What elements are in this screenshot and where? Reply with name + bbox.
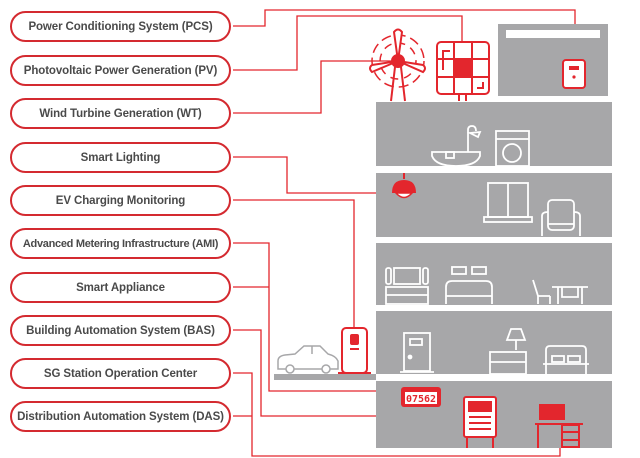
- bed-icon: [543, 345, 589, 374]
- label-ami[interactable]: Advanced Metering Infrastructure (AMI): [10, 228, 231, 259]
- label-smart-appliance-text: Smart Appliance: [76, 281, 165, 294]
- label-bas-text: Building Automation System (BAS): [26, 324, 215, 337]
- pendant-lamp-icon: [392, 173, 416, 199]
- sofa-icon: [445, 266, 493, 304]
- label-ami-text: Advanced Metering Infrastructure (AMI): [22, 237, 219, 250]
- label-sg-operation-center[interactable]: SG Station Operation Center: [10, 358, 231, 389]
- tv-stand-icon: [385, 267, 429, 305]
- nightstand-lamp-icon: [489, 328, 527, 375]
- connector-ami: [233, 242, 410, 392]
- pcs-inverter-icon: [562, 59, 586, 89]
- connector-pv: [233, 15, 463, 71]
- roof-structure: [498, 24, 608, 96]
- door-icon: [400, 332, 434, 373]
- label-ev-charging-text: EV Charging Monitoring: [55, 194, 186, 207]
- label-sg-operation-center-text: SG Station Operation Center: [43, 367, 198, 380]
- label-pcs[interactable]: Power Conditioning System (PCS): [10, 11, 231, 42]
- label-smart-lighting[interactable]: Smart Lighting: [10, 142, 231, 173]
- label-pv-text: Photovoltaic Power Generation (PV): [23, 64, 218, 77]
- label-ev-charging[interactable]: EV Charging Monitoring: [10, 185, 231, 216]
- connector-lighting: [233, 156, 395, 194]
- label-smart-appliance[interactable]: Smart Appliance: [10, 272, 231, 303]
- label-bas[interactable]: Building Automation System (BAS): [10, 315, 231, 346]
- bathtub-icon: [431, 125, 482, 167]
- control-cabinet-icon: [463, 396, 497, 448]
- connector-ev: [233, 199, 355, 337]
- connector-wt: [233, 60, 395, 114]
- label-das[interactable]: Distribution Automation System (DAS): [10, 401, 231, 432]
- floor-5: [376, 102, 612, 166]
- label-wt[interactable]: Wind Turbine Generation (WT): [10, 98, 231, 129]
- label-pv[interactable]: Photovoltaic Power Generation (PV): [10, 55, 231, 86]
- solar-panel-icon: [436, 41, 490, 101]
- meter-reading: 07562: [406, 394, 436, 405]
- desk-computer-icon: [535, 404, 583, 448]
- window-icon: [483, 182, 533, 223]
- washing-machine-icon: [495, 130, 530, 167]
- label-smart-lighting-text: Smart Lighting: [80, 151, 161, 164]
- wind-turbine-icon: [369, 28, 426, 102]
- armchair-icon: [541, 199, 581, 236]
- label-das-text: Distribution Automation System (DAS): [17, 410, 224, 423]
- connector-bas: [233, 329, 470, 417]
- ev-charger-icon: [338, 327, 371, 374]
- label-wt-text: Wind Turbine Generation (WT): [39, 107, 202, 120]
- label-pcs-text: Power Conditioning System (PCS): [28, 20, 213, 33]
- smart-meter-icon: 07562: [401, 387, 441, 407]
- parking-ground: [274, 374, 376, 380]
- dining-table-icon: [532, 279, 588, 304]
- car-icon: [277, 345, 339, 374]
